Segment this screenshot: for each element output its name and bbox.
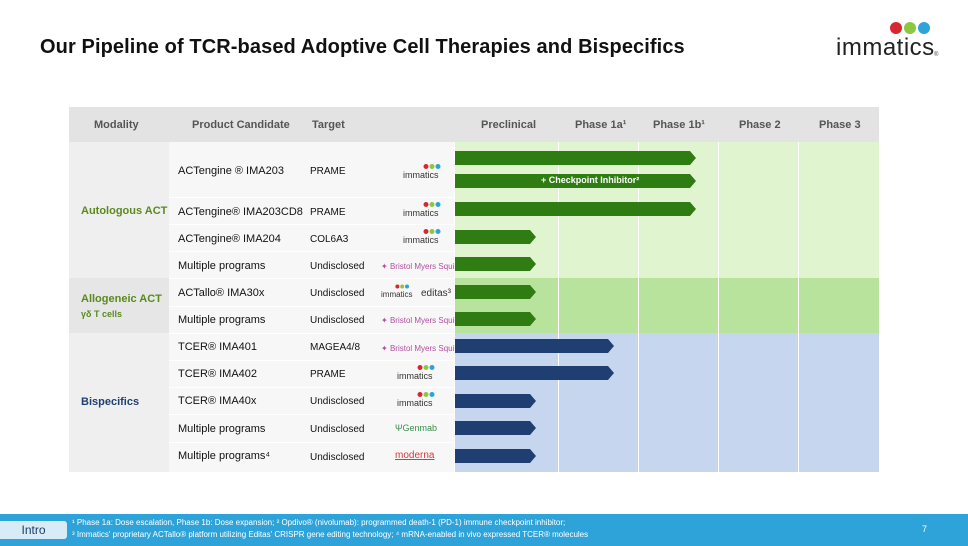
bms-icon: ✦ bbox=[381, 262, 390, 271]
group-label-bispecifics: Bispecifics bbox=[81, 396, 140, 408]
group-cell-autologous bbox=[69, 142, 169, 278]
partner-logo-immatics: immatics bbox=[397, 365, 435, 381]
row-divider bbox=[169, 414, 454, 415]
pipeline-bar-genmab bbox=[455, 421, 536, 435]
target-name: PRAME bbox=[310, 369, 346, 380]
product-name: ACTallo® IMA30x bbox=[178, 287, 265, 299]
logo-dots-icon bbox=[417, 365, 435, 370]
phase-divider bbox=[798, 142, 799, 472]
group-cell-bispecifics bbox=[69, 333, 169, 472]
header-target: Target bbox=[312, 119, 345, 131]
page-title: Our Pipeline of TCR-based Adoptive Cell … bbox=[40, 36, 685, 58]
pipeline-table: Modality Product Candidate Target Precli… bbox=[69, 107, 879, 472]
genmab-icon: Ψ bbox=[395, 423, 403, 433]
header-phase1b: Phase 1b¹ bbox=[653, 119, 705, 131]
group-label-allogeneic: Allogeneic ACT γδ T cells bbox=[81, 293, 162, 319]
target-name: Undisclosed bbox=[310, 315, 365, 326]
target-name: MAGEA4/8 bbox=[310, 342, 361, 353]
partner-logo-immatics: immatics bbox=[403, 164, 441, 180]
header-phase1a: Phase 1a¹ bbox=[575, 119, 627, 131]
product-name: ACTengine® IMA204 bbox=[178, 233, 281, 245]
row-divider bbox=[169, 251, 454, 252]
target-name: Undisclosed bbox=[310, 288, 365, 299]
target-name: Undisclosed bbox=[310, 424, 365, 435]
group-label-autologous: Autologous ACT bbox=[81, 205, 168, 217]
company-logo: immatics ® bbox=[836, 18, 939, 61]
header-product: Product Candidate bbox=[192, 119, 290, 131]
row-divider bbox=[169, 197, 454, 198]
pipeline-bar-moderna bbox=[455, 449, 536, 463]
product-name: ACTengine® IMA203CD8 bbox=[178, 206, 303, 218]
target-name: Undisclosed bbox=[310, 396, 365, 407]
row-divider bbox=[169, 442, 454, 443]
pipeline-bar-ima204 bbox=[455, 230, 536, 244]
header-preclinical: Preclinical bbox=[481, 119, 537, 131]
section-tab-intro[interactable]: Intro bbox=[0, 521, 67, 539]
product-name: ACTengine ® IMA203 bbox=[178, 165, 284, 177]
row-divider bbox=[169, 387, 454, 388]
pipeline-bar-bms-allo bbox=[455, 312, 536, 326]
target-name: PRAME bbox=[310, 207, 346, 218]
logo-registered: ® bbox=[934, 52, 939, 58]
product-name: TCER® IMA401 bbox=[178, 341, 258, 353]
pipeline-bar-ima203 bbox=[455, 151, 696, 165]
logo-dots-icon bbox=[890, 22, 930, 34]
page-number: 7 bbox=[922, 524, 928, 534]
target-name: PRAME bbox=[310, 166, 346, 177]
partner-logo-immatics: immatics bbox=[403, 229, 441, 245]
header-phase2: Phase 2 bbox=[739, 119, 781, 131]
bms-icon: ✦ bbox=[381, 316, 390, 325]
pipeline-bar-ima40x bbox=[455, 394, 536, 408]
partner-logo-immatics: immatics bbox=[381, 284, 413, 299]
group-sublabel-gammadelta: γδ T cells bbox=[81, 309, 122, 319]
partner-logo-immatics: immatics bbox=[397, 392, 435, 408]
partner-logo-bms: ✦ Bristol Myers Squibb bbox=[381, 344, 464, 353]
product-name: Multiple programs bbox=[178, 423, 266, 435]
product-name: Multiple programs bbox=[178, 260, 266, 272]
row-divider bbox=[169, 224, 454, 225]
header-phase3: Phase 3 bbox=[819, 119, 861, 131]
row-divider bbox=[169, 360, 454, 361]
target-name: COL6A3 bbox=[310, 234, 349, 245]
partner-logo-immatics: immatics bbox=[403, 202, 441, 218]
pipeline-bar-ima401 bbox=[455, 339, 614, 353]
row-divider bbox=[169, 306, 454, 307]
logo-dots-icon bbox=[417, 392, 435, 397]
checkpoint-label: + Checkpoint Inhibitor² bbox=[541, 175, 640, 185]
footer-bar bbox=[0, 514, 968, 546]
product-name: Multiple programs⁴ bbox=[178, 450, 271, 462]
pipeline-bar-bms-auto bbox=[455, 257, 536, 271]
group-cell-allogeneic bbox=[69, 278, 169, 333]
product-name: TCER® IMA40x bbox=[178, 395, 257, 407]
partner-logo-editas: editas³ bbox=[421, 288, 452, 299]
phase-divider bbox=[558, 142, 559, 472]
logo-dots-icon bbox=[395, 284, 409, 289]
row-divider bbox=[169, 278, 454, 279]
logo-dots-icon bbox=[423, 164, 441, 169]
logo-dots-icon bbox=[423, 229, 441, 234]
pipeline-bar-ima203-checkpoint: + Checkpoint Inhibitor² bbox=[455, 174, 696, 188]
partner-logo-genmab: ΨGenmab bbox=[395, 423, 438, 433]
partner-logo-moderna: moderna bbox=[395, 450, 435, 461]
target-name: Undisclosed bbox=[310, 452, 365, 463]
target-name: Undisclosed bbox=[310, 261, 365, 272]
pipeline-bar-ima402 bbox=[455, 366, 614, 380]
product-name: Multiple programs bbox=[178, 314, 266, 326]
pipeline-bar-ima30x bbox=[455, 285, 536, 299]
pipeline-bar-ima203cd8 bbox=[455, 202, 696, 216]
partner-logo-bms: ✦ Bristol Myers Squibb bbox=[381, 316, 464, 325]
partner-logo-bms: ✦ Bristol Myers Squibb bbox=[381, 262, 464, 271]
logo-wordmark: immatics bbox=[836, 34, 935, 61]
phase-divider bbox=[718, 142, 719, 472]
phase-divider bbox=[638, 142, 639, 472]
row-divider bbox=[169, 333, 454, 334]
bms-icon: ✦ bbox=[381, 344, 390, 353]
header-modality: Modality bbox=[94, 119, 139, 131]
table-header: Modality Product Candidate Target Precli… bbox=[69, 107, 879, 142]
footnote-2: ³ Immatics' proprietary ACTallo® platfor… bbox=[72, 530, 589, 539]
product-name: TCER® IMA402 bbox=[178, 368, 258, 380]
group-label-allogeneic-text: Allogeneic ACT bbox=[81, 293, 162, 305]
footnote-1: ¹ Phase 1a: Dose escalation, Phase 1b: D… bbox=[72, 518, 566, 527]
logo-dots-icon bbox=[423, 202, 441, 207]
